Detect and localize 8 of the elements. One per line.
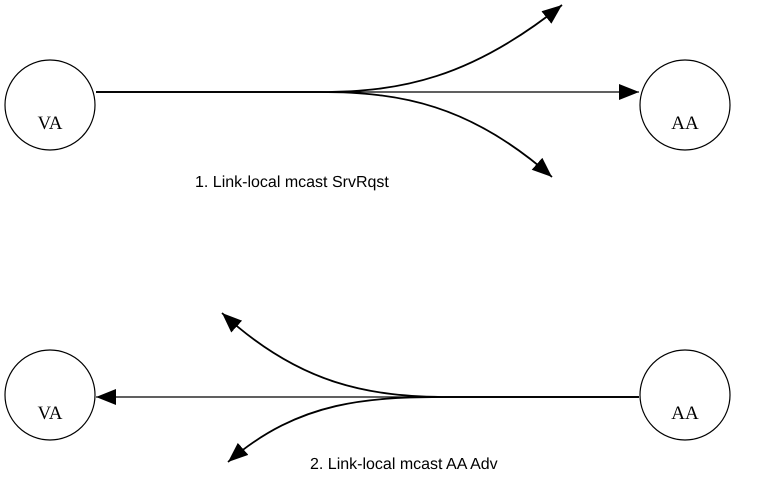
message-label: 2. Link-local mcast AA Adv [310, 456, 498, 474]
node-label: VA [38, 113, 62, 135]
node-label: AA [671, 403, 699, 425]
arrow [96, 91, 553, 178]
message-label: 1. Link-local mcast SrvRqst [195, 174, 389, 192]
node-label: AA [671, 113, 699, 135]
node-label: VA [38, 403, 62, 425]
arrow [227, 396, 639, 463]
